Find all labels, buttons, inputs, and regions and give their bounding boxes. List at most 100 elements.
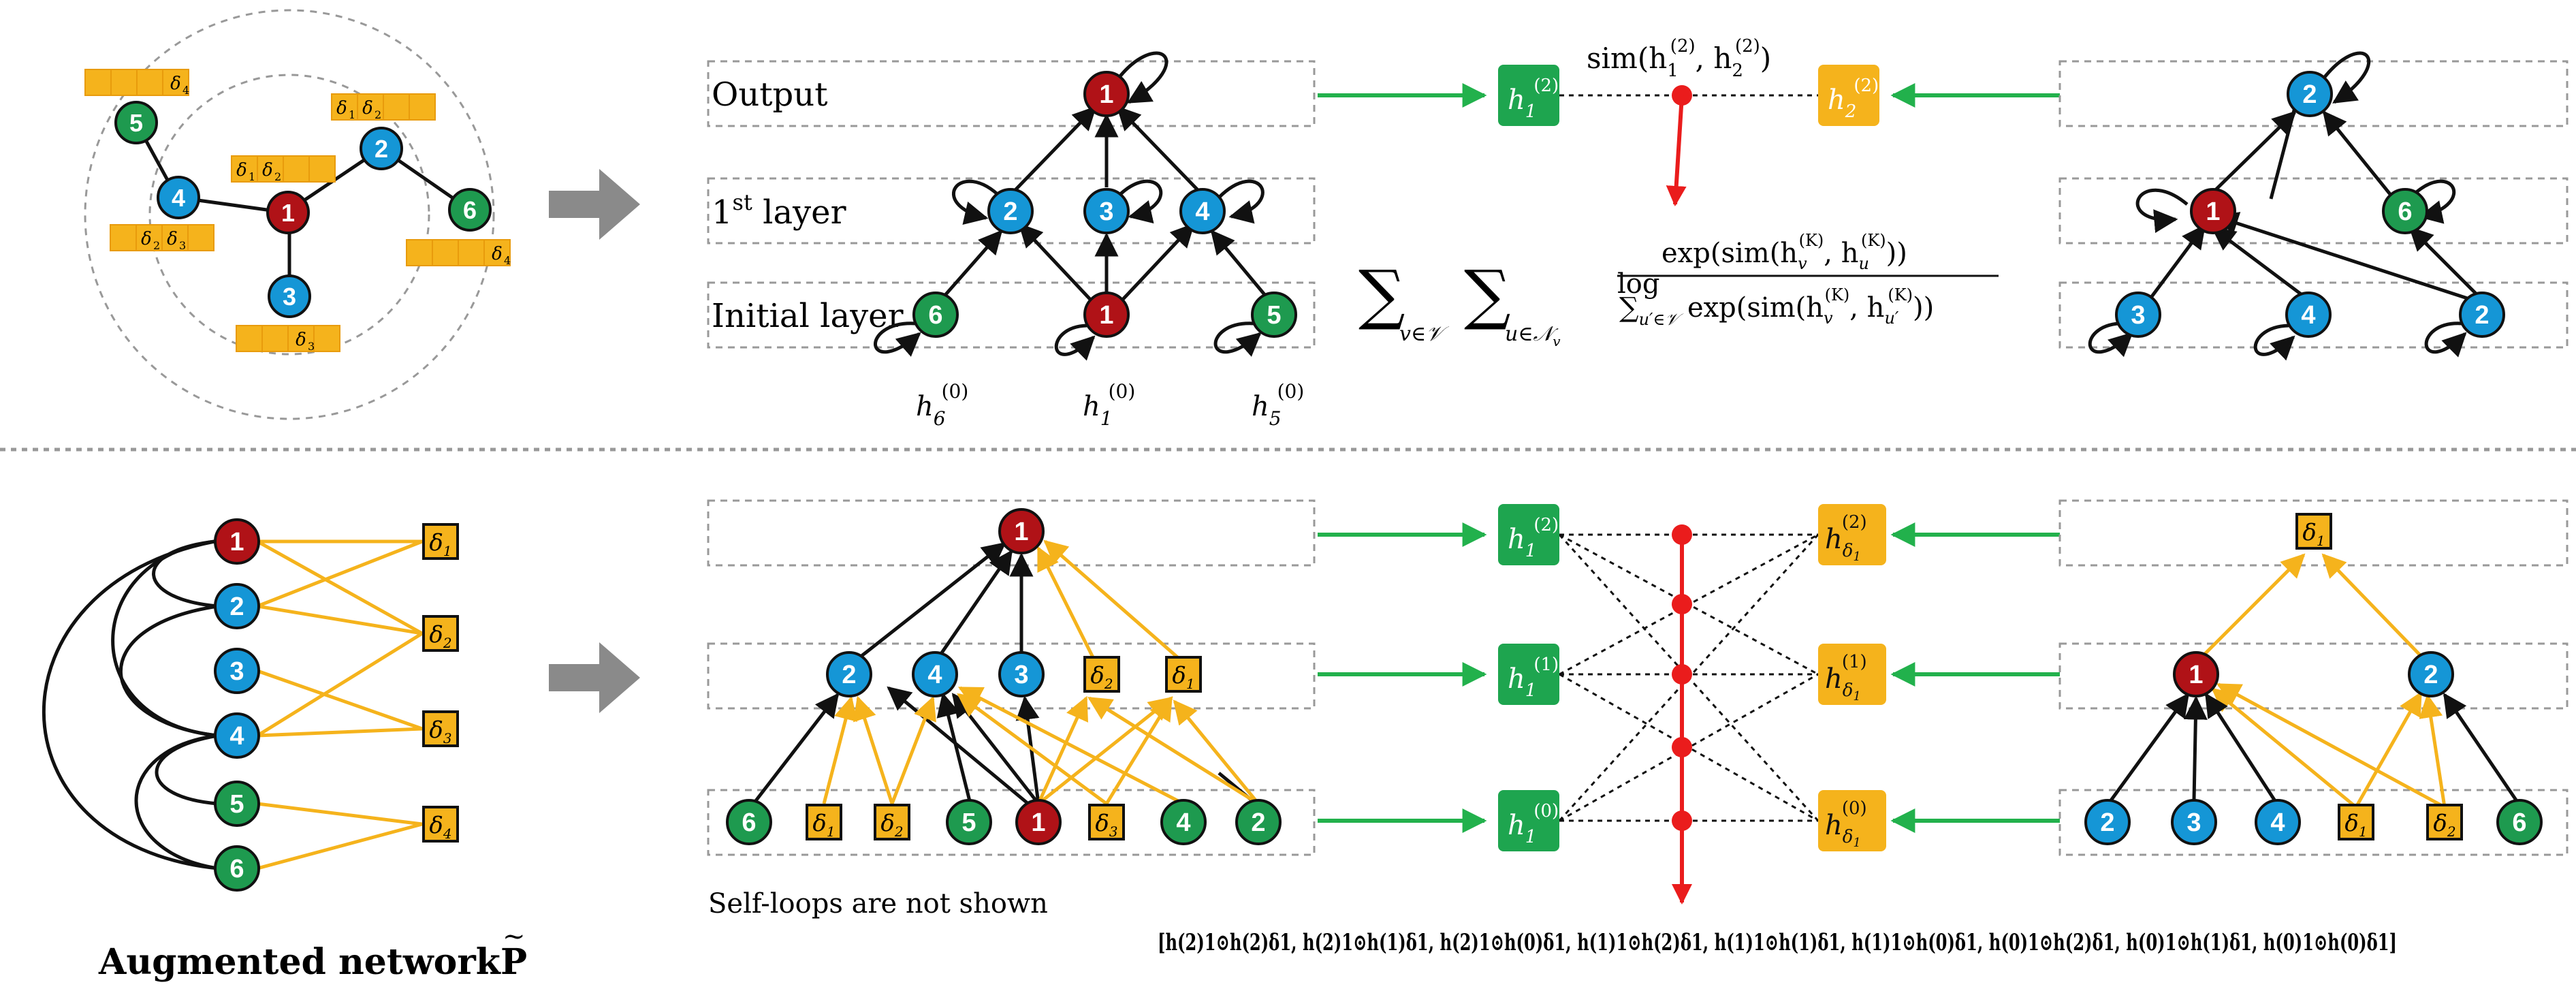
- first-layer-box: [707, 177, 1316, 245]
- svg-text:1: 1: [1031, 808, 1045, 837]
- svg-text:δ: δ: [141, 229, 152, 249]
- br-node-1-mid: 1: [2173, 651, 2219, 697]
- svg-text:2: 2: [2475, 301, 2489, 330]
- aug-node-2: 2: [214, 583, 260, 629]
- h6-initial-label: h6(0): [916, 380, 968, 430]
- svg-text:3: 3: [308, 340, 315, 353]
- aug-delta-3: δ3: [422, 710, 459, 747]
- svg-text:2: 2: [2100, 808, 2114, 837]
- svg-text:δ: δ: [362, 98, 373, 119]
- svg-text:5: 5: [961, 808, 976, 837]
- tr-node-2-initial: 2: [2459, 292, 2505, 338]
- svg-text:u∈𝒩v: u∈𝒩v: [1505, 322, 1561, 349]
- svg-text:P: P: [500, 941, 527, 983]
- initial-layer-label: Initial layer: [712, 297, 904, 335]
- inner-dashed-circle: [148, 74, 430, 356]
- aug-node-1: 1: [214, 518, 260, 565]
- top-contrast: h1(2) h2(2) sim(h1(2), h2(2)) ∑ v∈𝒱 ∑ u∈…: [1318, 36, 2060, 349]
- outer-dashed-circle: [84, 9, 495, 420]
- svg-text:δ: δ: [170, 74, 181, 94]
- bgnn-delta1-bottom: δ1: [806, 804, 842, 840]
- aug-delta-4: δ4: [422, 806, 459, 843]
- svg-text:2: 2: [1003, 198, 1017, 226]
- svg-text:log: log: [1617, 268, 1659, 300]
- svg-text:1: 1: [281, 199, 295, 227]
- bgnn-node-5-bottom: 5: [946, 799, 992, 845]
- svg-text:3: 3: [179, 239, 186, 252]
- svg-text:1: 1: [229, 528, 244, 556]
- bgnn-node-1-output: 1: [998, 508, 1045, 554]
- svg-text:6: 6: [742, 808, 756, 837]
- svg-text:δ: δ: [167, 229, 178, 249]
- aug-delta-2: δ2: [422, 615, 459, 652]
- svg-text:v∈𝒱: v∈𝒱: [1399, 322, 1449, 346]
- bgnn-delta2-bottom: δ2: [874, 804, 910, 840]
- svg-text:6: 6: [928, 301, 942, 330]
- br-node-2-mid: 2: [2408, 651, 2454, 697]
- svg-text:4: 4: [1195, 198, 1209, 226]
- svg-text:3: 3: [2131, 301, 2145, 330]
- hd-0-box-bottom: [1818, 790, 1886, 851]
- svg-text:~: ~: [503, 921, 526, 952]
- svg-text:3: 3: [283, 283, 296, 311]
- bgnn-node-2-bottom: 2: [1235, 799, 1282, 845]
- svg-text:1: 1: [1099, 80, 1113, 109]
- svg-text:∑: ∑: [1358, 256, 1405, 332]
- first-layer-label: 1st layer: [712, 189, 846, 232]
- svg-text:h1(0): h1(0): [1508, 801, 1559, 847]
- svg-text:3: 3: [1099, 198, 1113, 226]
- svg-text:hδ1(2): hδ1(2): [1825, 512, 1867, 564]
- svg-text:2: 2: [375, 108, 381, 121]
- node-1-topleft: 1: [266, 191, 310, 234]
- svg-text:6: 6: [229, 855, 244, 883]
- svg-text:δ: δ: [492, 244, 503, 264]
- tr-node-2-output: 2: [2287, 71, 2333, 117]
- h2-2-box-label: h2(2): [1828, 76, 1879, 122]
- br-delta1-output: δ1: [2295, 513, 2332, 550]
- h1-1-box-bottom: [1498, 644, 1559, 705]
- svg-text:5: 5: [129, 109, 143, 137]
- svg-text:δ: δ: [336, 98, 347, 119]
- aug-node-5: 5: [214, 781, 260, 827]
- concat-formula: [h(2)1⊙h(2)δ1, h(2)1⊙h(1)δ1, h(2)1⊙h(0)δ…: [1158, 929, 2397, 956]
- h1-initial-label: h1(0): [1083, 380, 1135, 430]
- aug-delta-1: δ1: [422, 523, 459, 560]
- svg-text:4: 4: [182, 84, 189, 97]
- svg-text:4: 4: [2301, 301, 2315, 330]
- h1-2-box: [1498, 65, 1559, 126]
- svg-text:hδ1(1): hδ1(1): [1825, 652, 1867, 704]
- gray-arrow-bottom: [549, 642, 640, 713]
- top-gnn: Output 1st layer Initial layer 1 2 3 4 6: [707, 51, 1316, 430]
- svg-text:3: 3: [2187, 808, 2201, 837]
- hd-2-box-bottom: [1818, 504, 1886, 565]
- br-delta1-bottom: δ1: [2338, 804, 2374, 840]
- gnn-node-5-initial: 5: [1251, 292, 1297, 338]
- svg-text:2: 2: [274, 170, 281, 183]
- aug-node-6: 6: [214, 845, 260, 892]
- svg-text:4: 4: [504, 254, 511, 267]
- svg-text:exp(sim(hv(K), hu(K))): exp(sim(hv(K), hu(K))): [1661, 231, 1907, 273]
- svg-text:6: 6: [2512, 808, 2526, 837]
- svg-text:4: 4: [229, 722, 244, 751]
- output-layer-box: [707, 60, 1316, 127]
- gnn-node-4-layer1: 4: [1179, 188, 1226, 234]
- svg-text:2: 2: [842, 661, 856, 689]
- initial-layer-box: [707, 281, 1316, 349]
- tr-node-4-initial: 4: [2285, 292, 2332, 338]
- br-node-6-bottom: 6: [2496, 799, 2543, 845]
- bgnn-node-1-bottom: 1: [1015, 799, 1062, 845]
- svg-text:2: 2: [2302, 80, 2317, 109]
- bgnn-node-2-mid: 2: [826, 651, 872, 697]
- augmented-network-title: Augmented network: [98, 941, 501, 983]
- svg-text:4: 4: [2270, 808, 2285, 837]
- self-loops-caption: Self-loops are not shown: [708, 888, 1048, 919]
- h1-2-box-label: h1(2): [1508, 76, 1559, 122]
- tr-node-1-layer1: 1: [2190, 188, 2236, 234]
